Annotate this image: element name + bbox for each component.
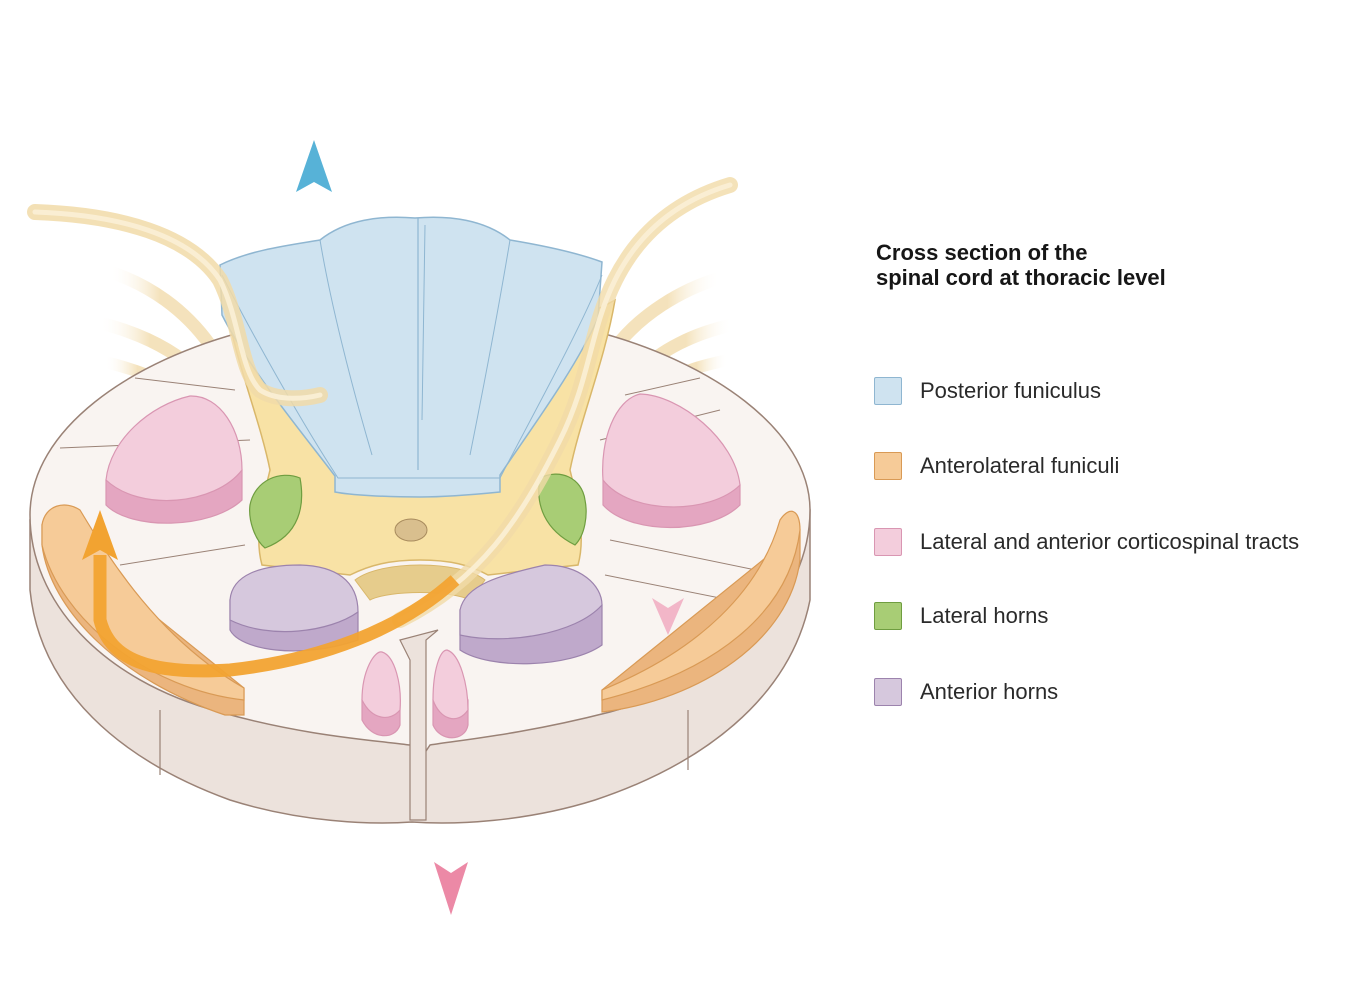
anterior-horn-left bbox=[229, 564, 359, 652]
legend-item-lateral-horns: Lateral horns bbox=[874, 600, 1048, 632]
anterior-horn-right bbox=[459, 564, 603, 665]
legend-label: Lateral and anterior corticospinal tract… bbox=[920, 529, 1300, 554]
lateral-horn-left bbox=[249, 474, 303, 549]
legend-item-anterolateral-funiculi: Anterolateral funiculi bbox=[874, 450, 1119, 482]
arrow-down-icon bbox=[434, 650, 468, 915]
legend-swatch bbox=[874, 602, 902, 630]
dorsal-root-left bbox=[27, 204, 328, 407]
legend-swatch bbox=[874, 452, 902, 480]
legend-item-corticospinal-tracts: Lateral and anterior corticospinal tract… bbox=[874, 526, 1299, 558]
legend-label: Lateral horns bbox=[920, 603, 1049, 628]
legend-swatch bbox=[874, 528, 902, 556]
legend-title-line-2: spinal cord at thoracic level bbox=[876, 265, 1166, 290]
curved-arrow-up-icon bbox=[82, 510, 460, 678]
lateral-horn-right bbox=[538, 473, 587, 546]
legend-title: Cross section of the spinal cord at thor… bbox=[876, 240, 1166, 290]
anterior-median-fissure bbox=[399, 629, 439, 821]
legend-swatch bbox=[874, 377, 902, 405]
legend-label: Posterior funiculus bbox=[920, 378, 1101, 403]
dorsal-root-right bbox=[392, 177, 738, 628]
arrow-down-icon-lateral bbox=[652, 255, 684, 635]
spinal-cord-cross-section-illustration bbox=[27, 140, 811, 915]
legend-label: Anterior horns bbox=[920, 679, 1059, 704]
anterolateral-funiculus-right bbox=[601, 510, 801, 713]
legend-item-posterior-funiculus: Posterior funiculus bbox=[874, 375, 1101, 407]
legend-label: Anterolateral funiculi bbox=[920, 453, 1120, 478]
anterior-corticospinal-tract-left bbox=[361, 651, 401, 737]
legend-item-anterior-horns: Anterior horns bbox=[874, 676, 1058, 708]
central-canal bbox=[394, 518, 428, 542]
lateral-corticospinal-tract-left bbox=[105, 395, 243, 524]
arrow-up-icon bbox=[296, 140, 332, 395]
legend-swatch bbox=[874, 678, 902, 706]
legend-title-line-1: Cross section of the bbox=[876, 240, 1088, 265]
